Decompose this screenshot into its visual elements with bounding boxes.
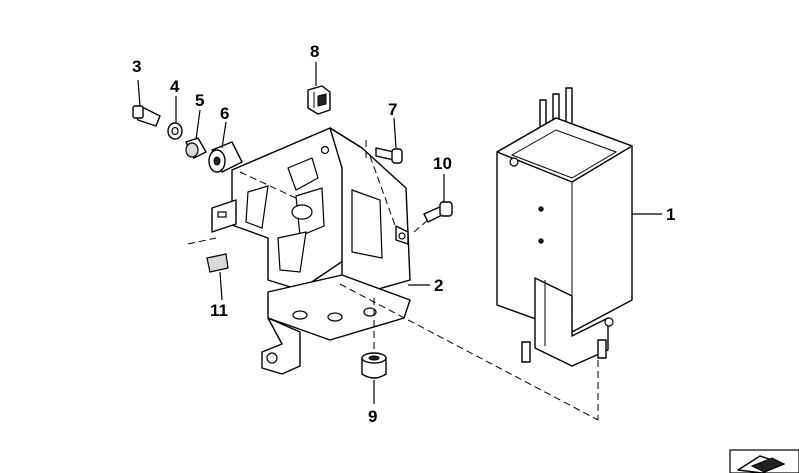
callout-10: 10 (433, 154, 452, 173)
callout-11: 11 (210, 301, 228, 320)
assembly-guide-lines (187, 140, 599, 421)
rubber-pad-part-11 (206, 253, 229, 273)
callout-5: 5 (195, 91, 205, 110)
parts-catalog-corner-icon[interactable] (729, 449, 799, 473)
mounting-bracket-part (211, 127, 411, 375)
callout-4: 4 (170, 77, 180, 96)
callout-8: 8 (310, 42, 320, 61)
callout-leaders (137, 62, 662, 404)
callout-2: 2 (434, 276, 444, 295)
bolt-part-10 (423, 201, 453, 223)
bolt-part-3 (132, 105, 161, 127)
grommet-part-9 (361, 352, 387, 379)
callout-6: 6 (220, 104, 230, 123)
clip-nut-part-8 (307, 85, 331, 115)
callout-7: 7 (388, 100, 398, 119)
control-module-part (496, 87, 633, 367)
callout-9: 9 (368, 407, 378, 426)
bolt-part-7 (375, 147, 403, 164)
washer-part-4 (167, 122, 183, 140)
spacer-part-5 (185, 137, 207, 159)
rubber-bushing-part-6 (208, 141, 243, 173)
callout-3: 3 (132, 57, 142, 76)
callout-1: 1 (666, 205, 676, 224)
